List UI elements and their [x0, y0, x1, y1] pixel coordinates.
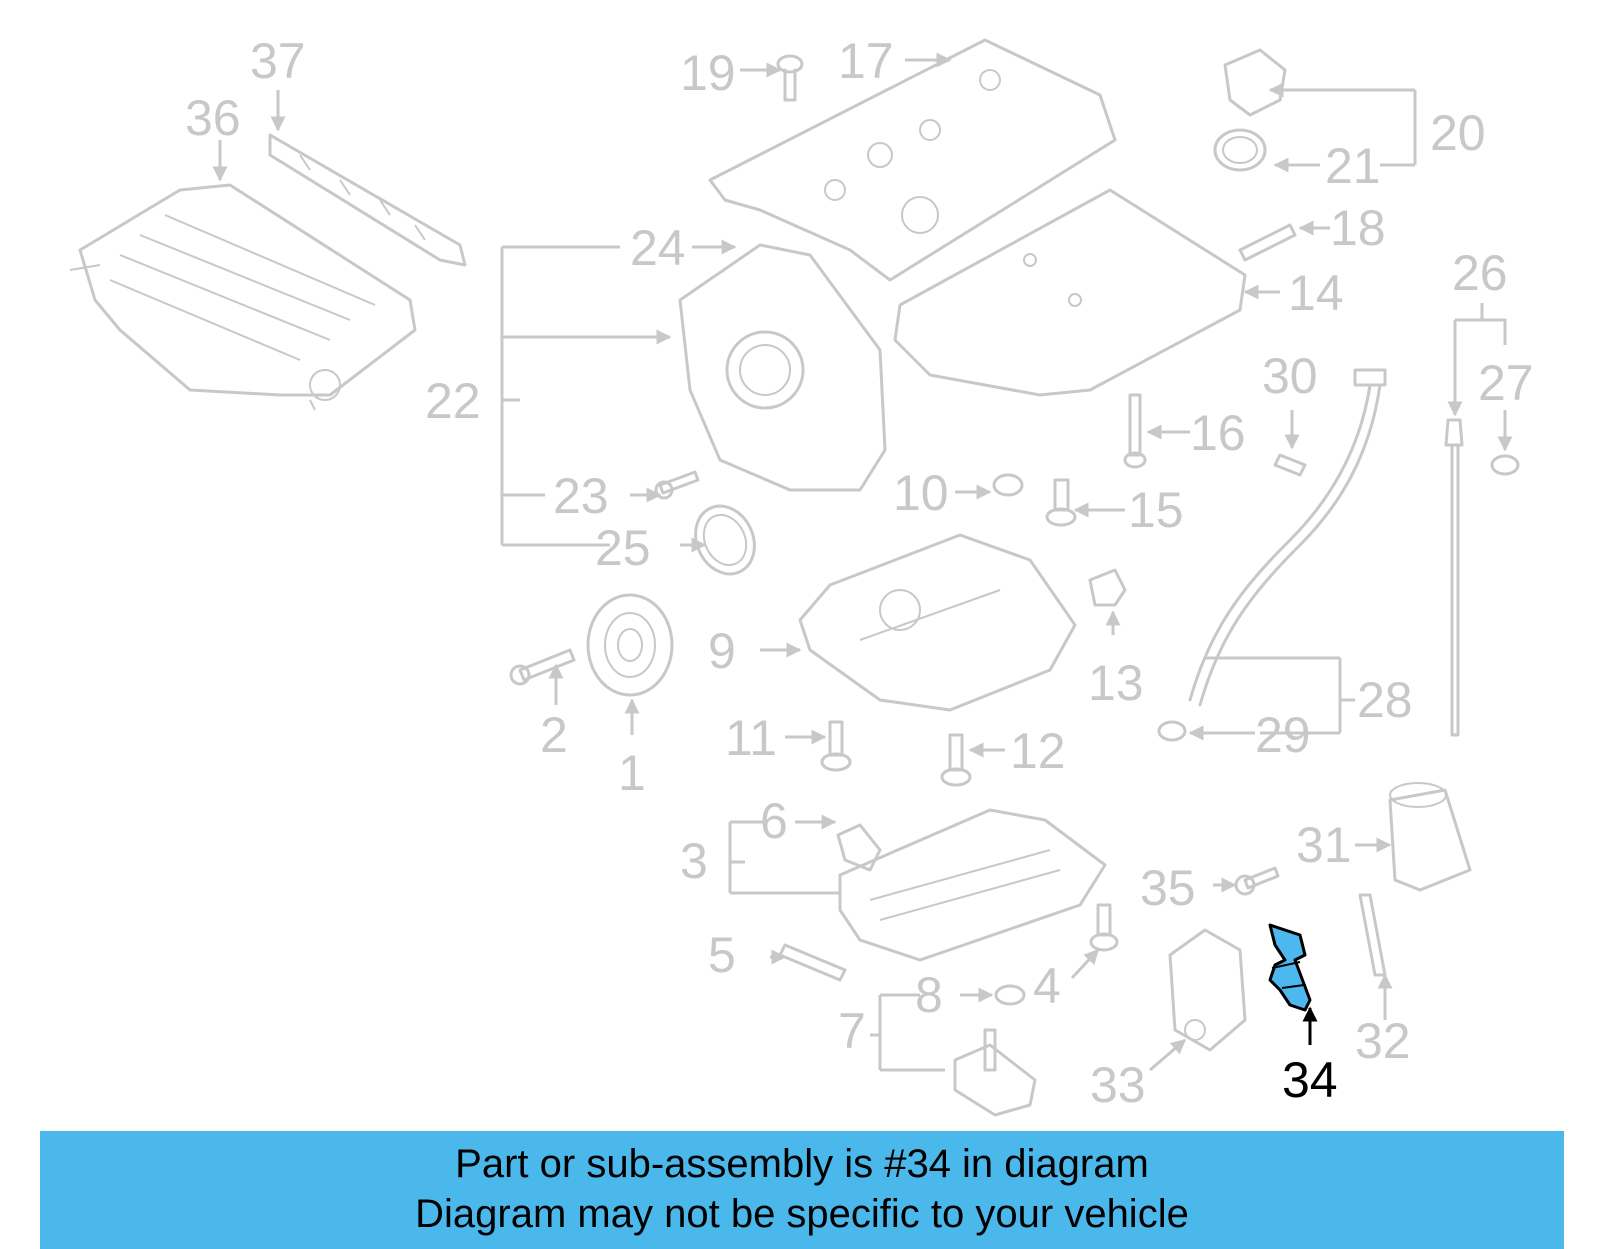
callout-3: 3: [680, 833, 708, 889]
callout-17: 17: [838, 33, 894, 89]
callout-24: 24: [630, 220, 686, 276]
callout-4: 4: [1033, 958, 1061, 1014]
part-28-dipstick-tube: [1188, 368, 1387, 707]
part-8-o-ring: [994, 984, 1026, 1006]
callout-13: 13: [1088, 655, 1144, 711]
part-15-bolt: [1045, 478, 1077, 527]
part-33-oil-cooler: [1168, 928, 1247, 1052]
callout-23: 23: [553, 468, 609, 524]
callout-28: 28: [1357, 672, 1413, 728]
callout-37: 37: [250, 33, 306, 89]
callout-14: 14: [1288, 265, 1344, 321]
callout-35: 35: [1140, 860, 1196, 916]
callout-2: 2: [540, 707, 568, 763]
part-12-bolt: [940, 733, 972, 787]
callout-25: 25: [595, 520, 651, 576]
callout-6: 6: [760, 793, 788, 849]
callout-26: 26: [1452, 245, 1508, 301]
part-17-valve-cover: [708, 38, 1117, 282]
part-20-filler-cap: [1223, 48, 1287, 117]
callout-27: 27: [1478, 355, 1534, 411]
callout-34-highlighted: 34: [1282, 1052, 1338, 1108]
part-7-level-sensor: [953, 1028, 1037, 1117]
part-14-cover: [893, 188, 1247, 397]
part-37-gasket: [268, 133, 467, 267]
callout-32: 32: [1355, 1013, 1411, 1069]
part-5-sensor: [778, 943, 847, 982]
part-1-pulley: [586, 593, 674, 697]
part-18-sensor: [1238, 223, 1297, 262]
callout-7: 7: [838, 1003, 866, 1059]
banner-disclaimer: Diagram may not be specific to your vehi…: [415, 1192, 1189, 1236]
callout-36: 36: [185, 90, 241, 146]
callout-21: 21: [1325, 138, 1381, 194]
callout-19: 19: [680, 45, 736, 101]
callout-16: 16: [1190, 405, 1246, 461]
info-banner: Part or sub-assembly is #34 in diagram D…: [40, 1131, 1564, 1249]
callout-5: 5: [708, 927, 736, 983]
part-19-bolt: [776, 54, 804, 102]
part-25-seal: [694, 504, 756, 576]
callout-labels: 1 2 3 4 5 6 7 8 9 10 11 12 13 14 15 16 1…: [185, 33, 1534, 1113]
part-23-bolt: [654, 470, 700, 500]
part-16-bolt: [1123, 393, 1147, 469]
part-21-seal: [1213, 128, 1267, 172]
callout-9: 9: [708, 623, 736, 679]
part-30-fitting: [1273, 453, 1307, 477]
part-6-sensor: [836, 823, 882, 872]
part-26-dipstick: [1444, 418, 1464, 737]
callout-11: 11: [725, 710, 777, 766]
callout-22: 22: [425, 373, 481, 429]
part-22-bracket: [500, 245, 660, 547]
part-9-oil-pan-upper: [798, 533, 1077, 712]
part-4-bolt: [1089, 903, 1119, 952]
callout-18: 18: [1330, 200, 1386, 256]
leader-lines: [212, 52, 1513, 1072]
callout-30: 30: [1262, 348, 1318, 404]
part-11-bolt: [820, 720, 852, 772]
part-27-o-ring: [1490, 454, 1520, 476]
part-35-bolt: [1234, 866, 1280, 896]
banner-part-reference: Part or sub-assembly is #34 in diagram: [455, 1142, 1149, 1186]
part-31-oil-filter: [1388, 782, 1472, 892]
part-34-highlighted: [1268, 923, 1312, 1012]
callout-31: 31: [1296, 817, 1352, 873]
callout-33: 33: [1090, 1057, 1146, 1113]
part-24-timing-cover: [678, 243, 887, 492]
part-13-sensor: [1088, 568, 1127, 607]
part-2-bolt: [509, 648, 576, 686]
part-36-intake-manifold: [69, 183, 417, 411]
part-3-oil-pan-lower: [838, 808, 1107, 962]
callout-15: 15: [1128, 482, 1184, 538]
callout-12: 12: [1010, 723, 1066, 779]
part-10-washer: [992, 473, 1024, 497]
callout-29: 29: [1255, 707, 1311, 763]
callout-8: 8: [915, 967, 943, 1023]
part-32-pipe: [1358, 893, 1387, 977]
callout-20: 20: [1430, 105, 1486, 161]
part-29-o-ring: [1157, 720, 1187, 742]
callout-1: 1: [618, 745, 646, 801]
callout-10: 10: [893, 465, 949, 521]
